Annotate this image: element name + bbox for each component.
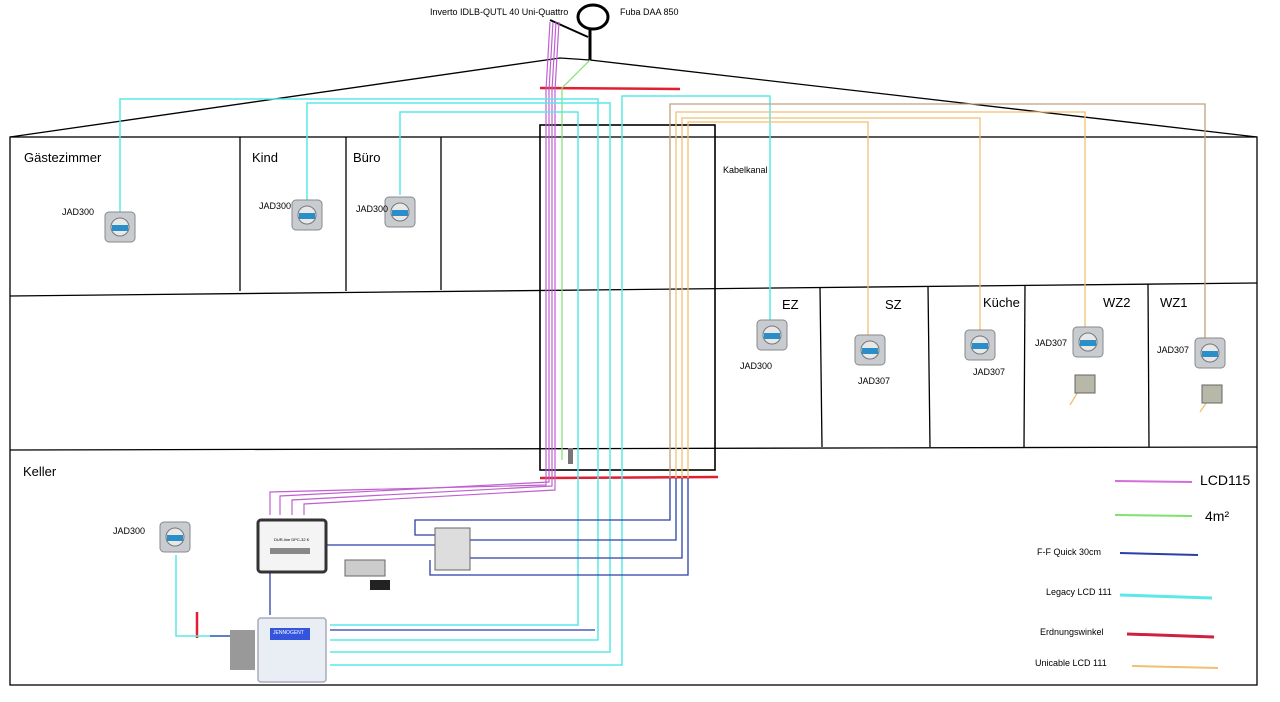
socket-label-kueche: JAD307 [973,367,1006,377]
multiswitch-2 [230,617,327,683]
legend-unicable: Unicable LCD 111 [1035,658,1107,668]
legend-4mm: 4m² [1205,508,1230,524]
lnb-label: Inverto IDLB-QUTL 40 Uni-Quattro [430,7,569,17]
ground-cable-4mm [561,59,591,460]
legend-lcd115: LCD115 [1200,472,1251,488]
house-outline [9,57,1258,686]
socket-icon [384,196,416,228]
socket-label-buero: JAD300 [356,204,389,214]
unicable-splitter-icon [1201,384,1223,404]
socket-icon [159,521,191,553]
socket-label-gaestezimmer: JAD300 [62,207,95,217]
room-keller: Keller [23,464,57,479]
room-gaestezimmer: Gästezimmer [24,150,102,165]
ff-quick-cables [210,478,689,637]
socket-icons [104,196,1226,553]
room-buero: Büro [353,150,381,165]
legacy-cables [119,95,771,666]
ground-clamp-icon [568,448,573,464]
unicable-cables [669,103,1216,478]
legend-ff-quick: F-F Quick 30cm [1037,547,1102,557]
socket-icon [104,211,136,243]
kabelkanal-box [539,124,716,471]
power-supply-icon [344,559,390,590]
device-label-dpc32k: DUR-line DPC-32 K [274,537,310,542]
socket-icon [1194,337,1226,369]
multiswitch-dpc32k [256,518,328,574]
socket-icon [756,319,788,351]
unicable-splitter-icon [1074,374,1096,394]
socket-label-ez: JAD300 [740,361,773,371]
lcd115-cables [269,21,560,515]
device-label-multiswitch2: JENNOGENT [273,630,304,636]
socket-icon [291,199,323,231]
socket-label-keller: JAD300 [113,526,146,536]
room-ez: EZ [782,297,799,312]
splitter-icon [434,527,471,571]
legend-erdung: Erdnungswinkel [1040,627,1104,637]
antenna-label: Fuba DAA 850 [620,7,679,17]
room-kind: Kind [252,150,279,165]
room-wz2: WZ2 [1103,295,1131,310]
socket-label-kind: JAD300 [259,201,292,211]
legend-swatches [1114,480,1219,669]
socket-label-wz2: JAD307 [1035,338,1068,348]
room-kueche: Küche [983,295,1020,310]
socket-icon [964,329,996,361]
legend-legacy: Legacy LCD 111 [1046,587,1112,597]
room-sz: SZ [885,297,902,312]
room-wz1: WZ1 [1160,295,1188,310]
socket-icon [1072,326,1104,358]
socket-label-wz1: JAD307 [1157,345,1190,355]
socket-label-sz: JAD307 [858,376,891,386]
kabelkanal-label: Kabelkanal [723,165,768,175]
socket-icon [854,334,886,366]
